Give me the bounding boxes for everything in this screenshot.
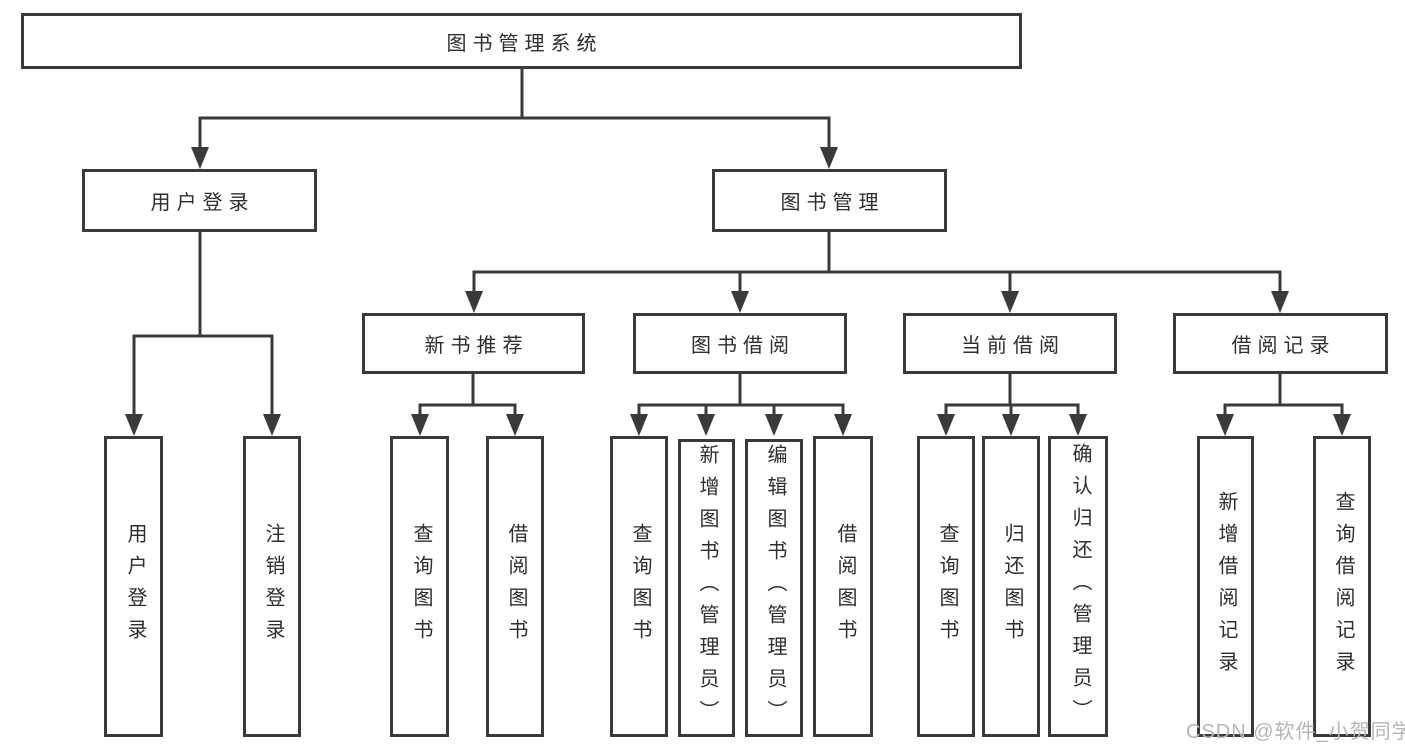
arrowhead [1333,414,1351,436]
node-leaf-query-books-recommend: 查询图书 [390,436,449,737]
node-leaf-add-borrow-record: 新增借阅记录 [1197,436,1254,737]
arrowhead [937,414,955,436]
arrowhead [465,291,483,313]
connectors-current-borrow-branch [937,374,1087,436]
arrowhead [506,414,524,436]
node-book-management: 图书管理 [712,169,947,232]
arrowhead [834,414,852,436]
arrowhead [263,414,281,436]
connectors-level1 [191,69,838,169]
arrowhead [191,147,209,169]
node-leaf-add-book-admin: 新增图书（管理员） [678,439,735,737]
arrowhead [765,414,783,436]
arrowhead [731,291,749,313]
node-leaf-borrow-books-borrowing: 借阅图书 [813,436,873,737]
node-library-system: 图书管理系统 [21,13,1022,69]
node-user-login: 用户登录 [82,169,317,232]
arrowhead [411,414,429,436]
node-leaf-query-books-borrowing: 查询图书 [610,436,668,737]
node-current-borrowing: 当前借阅 [903,313,1117,374]
node-leaf-edit-book-admin: 编辑图书（管理员） [745,439,803,737]
csdn-watermark: CSDN @软件_小贺同学 [1186,721,1405,743]
node-leaf-logout: 注销登录 [243,436,301,737]
arrowhead [1271,291,1289,313]
node-leaf-borrow-books-recommend: 借阅图书 [486,436,544,737]
arrowhead [1002,414,1020,436]
connectors-new-book-branch [411,374,524,436]
connectors-book-management-branch [465,232,1289,313]
arrowhead [1216,414,1234,436]
connectors-user-login-branch [125,232,281,436]
node-book-borrowing: 图书借阅 [633,313,847,374]
arrowhead [1069,414,1087,436]
arrowhead [630,414,648,436]
connectors-book-borrow-branch [630,374,852,436]
node-leaf-user-login: 用户登录 [104,436,163,737]
node-borrowing-records: 借阅记录 [1173,313,1388,374]
connectors-borrow-records-branch [1216,374,1351,436]
arrowhead [1001,291,1019,313]
node-new-book-recommendation: 新书推荐 [362,313,585,374]
arrowhead [125,414,143,436]
node-leaf-query-borrow-record: 查询借阅记录 [1313,436,1371,737]
node-leaf-return-book: 归还图书 [982,436,1040,737]
arrowhead [697,414,715,436]
node-leaf-confirm-return-admin: 确认归还（管理员） [1048,436,1108,737]
arrowhead [820,147,838,169]
node-leaf-query-books-current: 查询图书 [917,436,975,737]
